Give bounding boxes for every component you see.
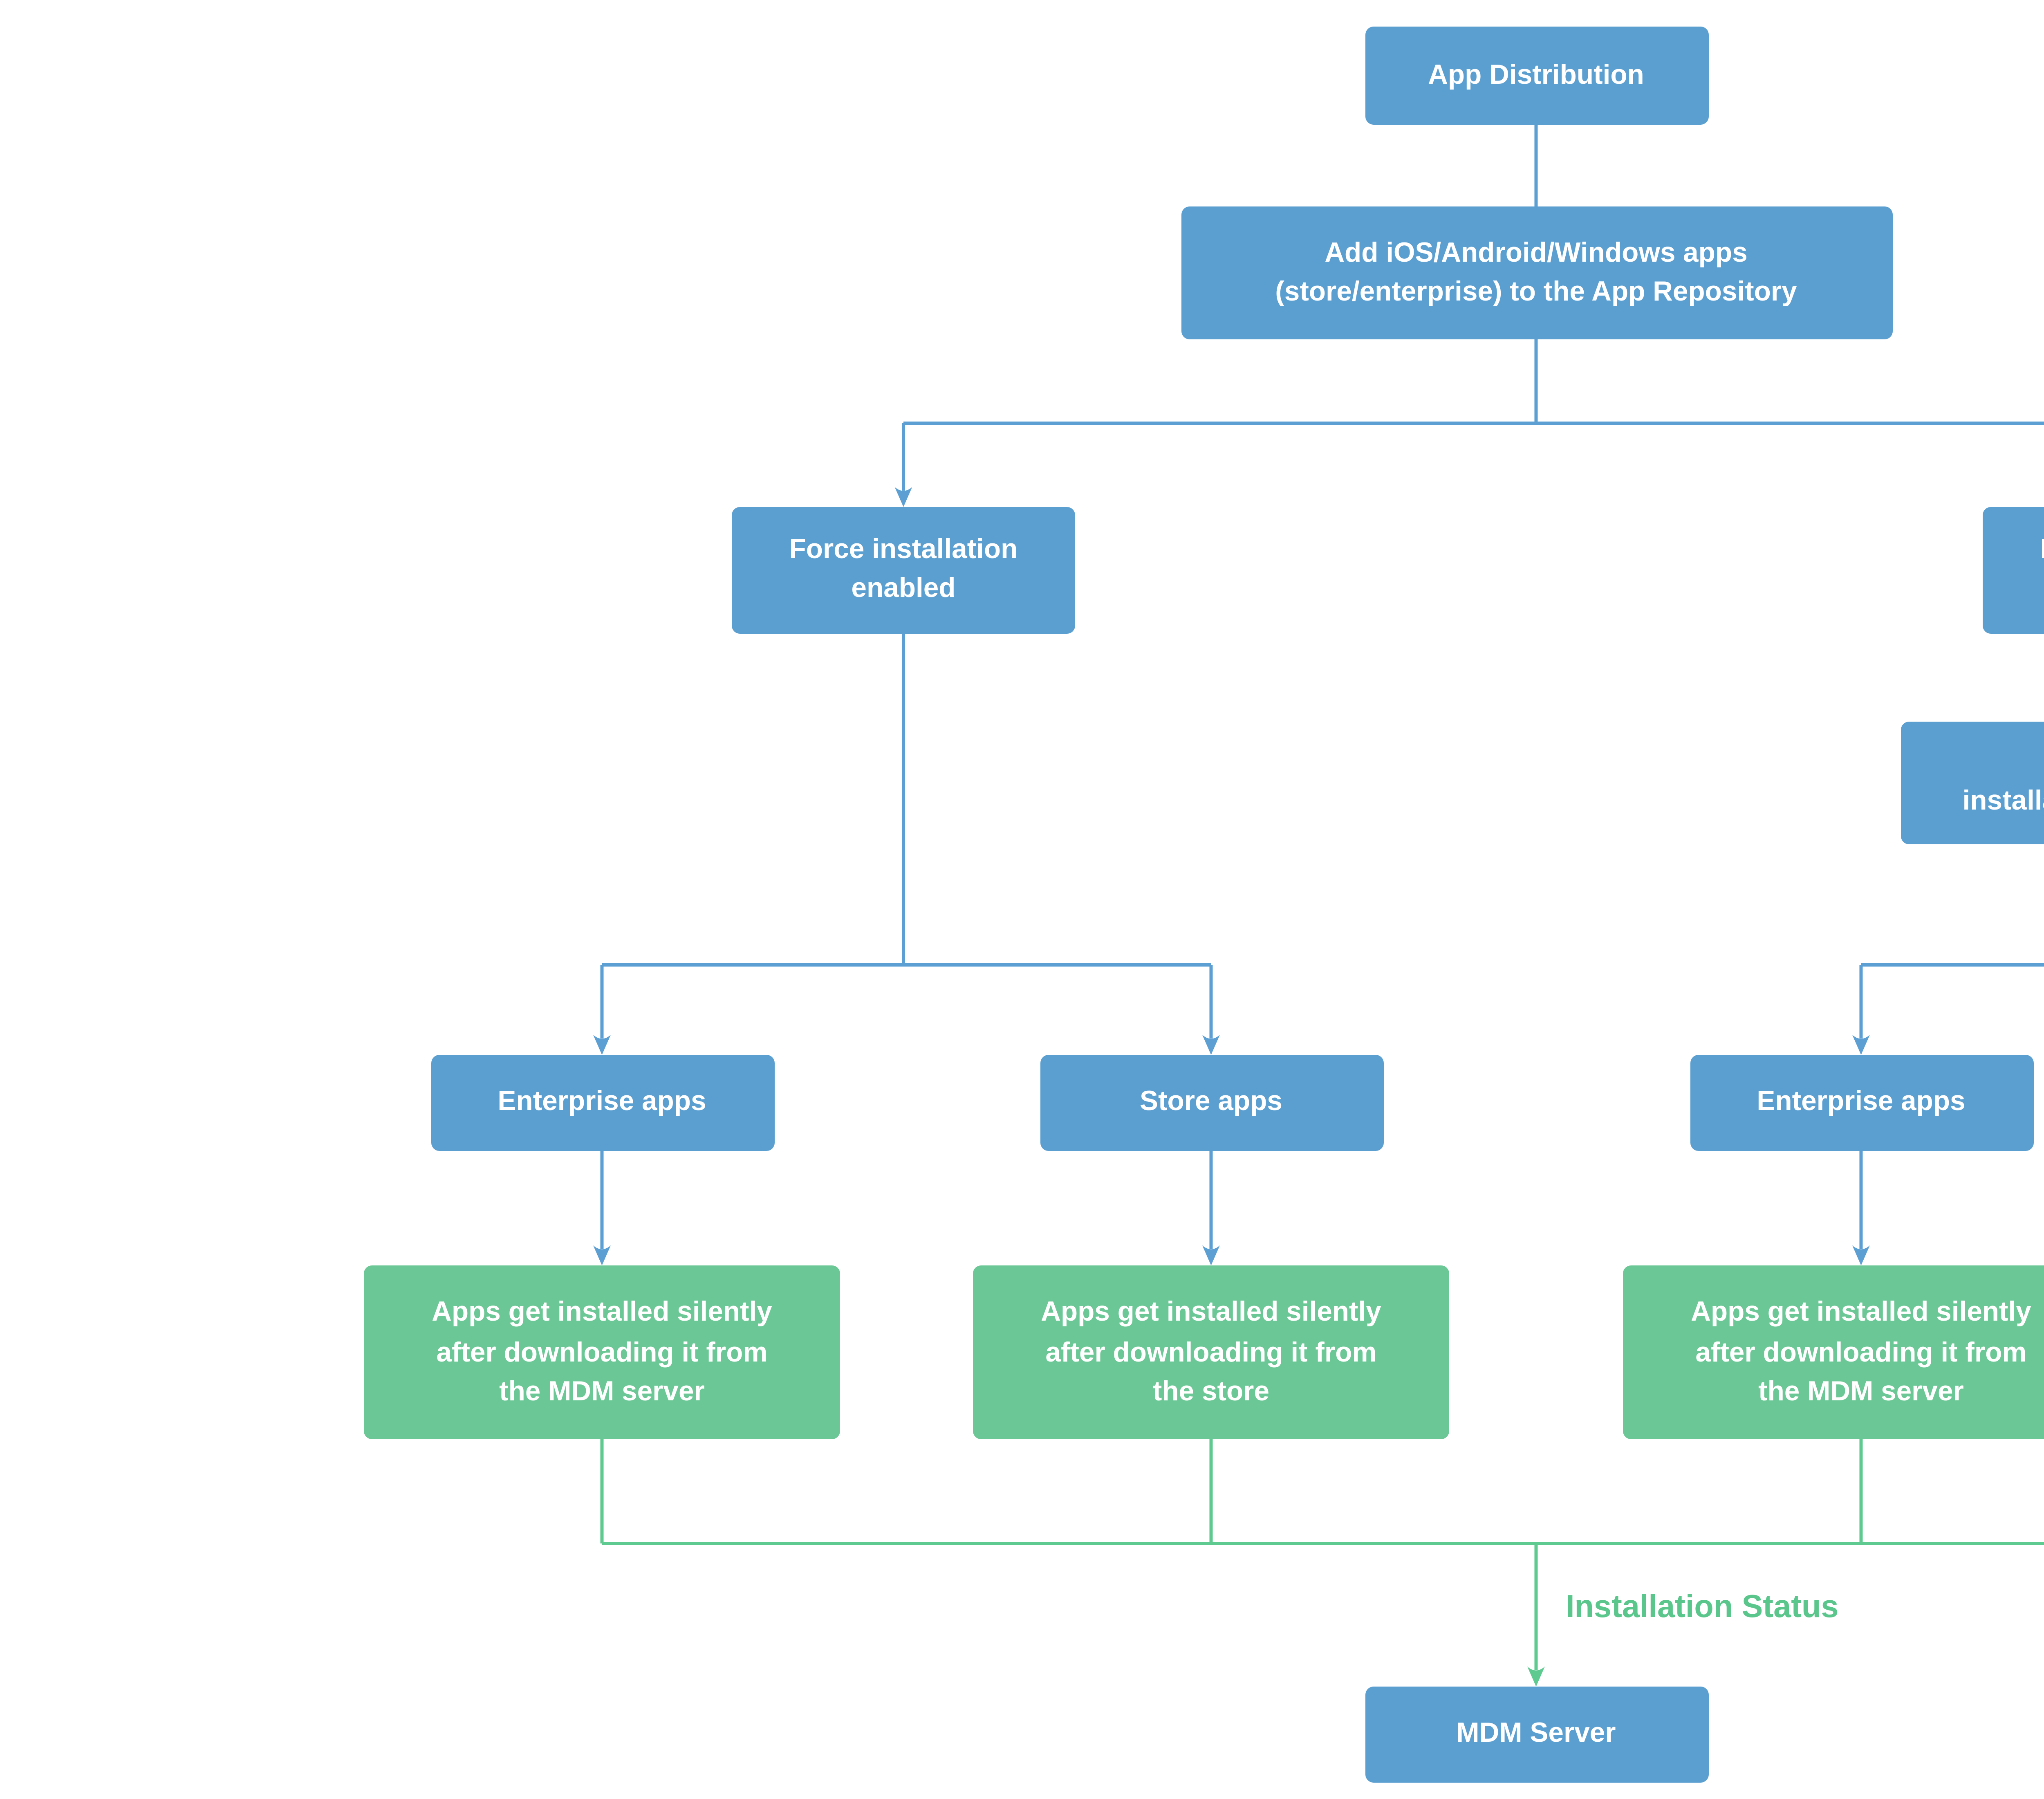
arrowhead-icon [894, 487, 912, 507]
node-user-initiates-installation: User initiates installation from App Cat… [1901, 722, 2044, 844]
arrowhead-icon [1852, 1245, 1870, 1265]
arrowhead-icon [593, 1245, 611, 1265]
edge-label-installation-status: Installation Status [1566, 1590, 1839, 1625]
node-force-installation-enabled: Force installation enabled [732, 507, 1075, 634]
node-app-distribution: App Distribution [1364, 27, 1708, 125]
arrowhead-icon [1202, 1245, 1220, 1265]
node-silent-install-mdm-right: Apps get installed silently after downlo… [1623, 1265, 2044, 1439]
node-enterprise-apps-right: Enterprise apps [1689, 1055, 2033, 1151]
node-enterprise-apps-left: Enterprise apps [430, 1055, 774, 1151]
arrowhead-icon [1202, 1034, 1220, 1055]
node-force-installation-disabled: Force installation disabled [1983, 507, 2044, 634]
arrowhead-icon [1527, 1666, 1545, 1687]
node-silent-install-mdm-left: Apps get installed silently after downlo… [364, 1265, 840, 1439]
arrowhead-icon [593, 1034, 611, 1055]
node-add-apps-repository: Add iOS/Android/Windows apps (store/ente… [1180, 206, 1892, 339]
node-silent-install-store-left: Apps get installed silently after downlo… [973, 1265, 1449, 1439]
arrowhead-icon [1852, 1034, 1870, 1055]
node-store-apps-left: Store apps [1039, 1055, 1383, 1151]
node-mdm-server: MDM Server [1364, 1687, 1708, 1783]
